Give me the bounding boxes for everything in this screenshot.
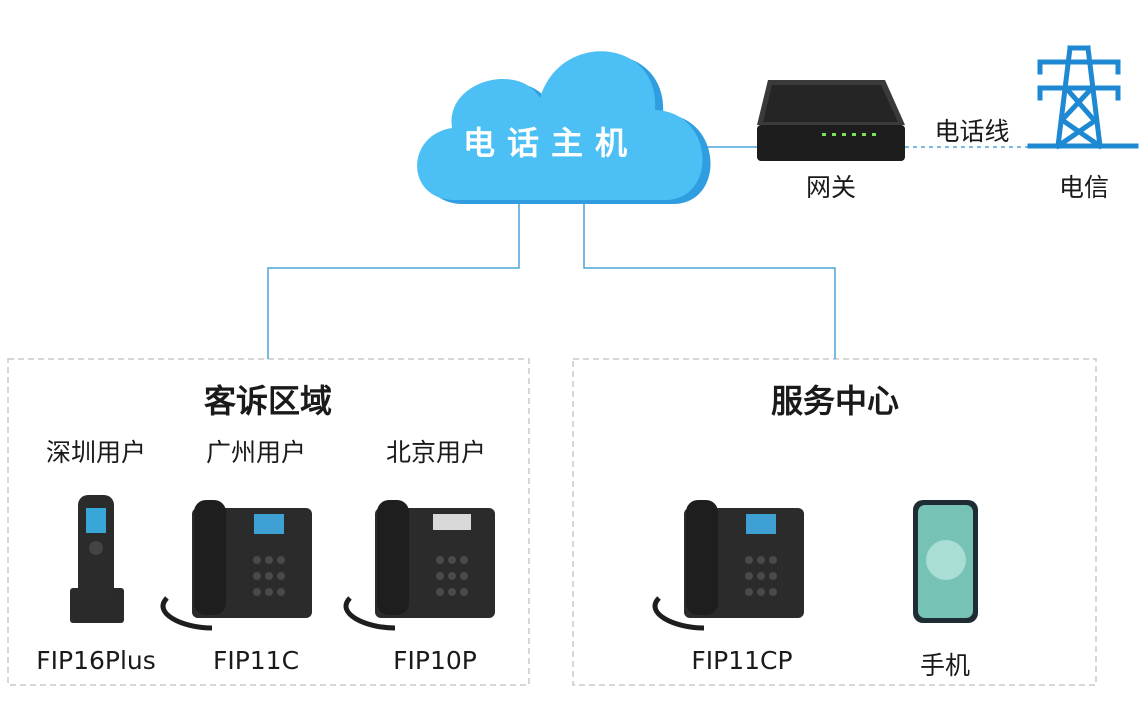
desk-phone-icon	[160, 500, 312, 631]
zone-title-complaints: 客诉区域	[203, 382, 332, 420]
cloud-icon	[417, 51, 711, 205]
mobile-phone-icon	[913, 500, 978, 623]
model-label-fip11cp: FIP11CP	[691, 646, 793, 675]
model-label-fip10p: FIP10P	[393, 646, 477, 675]
desk-phone-icon	[343, 500, 495, 631]
model-label-fip16plus: FIP16Plus	[36, 646, 156, 675]
tower-icon	[1027, 45, 1139, 150]
cloud-label: 电话主机	[463, 124, 640, 162]
zone-title-service: 服务中心	[770, 382, 899, 420]
desk-phone-icon	[652, 500, 804, 631]
model-label-mobile: 手机	[919, 651, 970, 680]
group-label-guangzhou: 广州用户	[205, 438, 306, 467]
group-label-beijing: 北京用户	[385, 438, 486, 467]
model-label-fip11c: FIP11C	[212, 646, 300, 675]
gateway-label: 网关	[805, 173, 856, 202]
cordless-phone-icon	[70, 495, 124, 623]
telecom-label: 电信	[1058, 173, 1109, 202]
gateway-icon	[757, 80, 905, 161]
group-label-shenzhen: 深圳用户	[45, 438, 146, 467]
line-label: 电话线	[934, 117, 1010, 146]
